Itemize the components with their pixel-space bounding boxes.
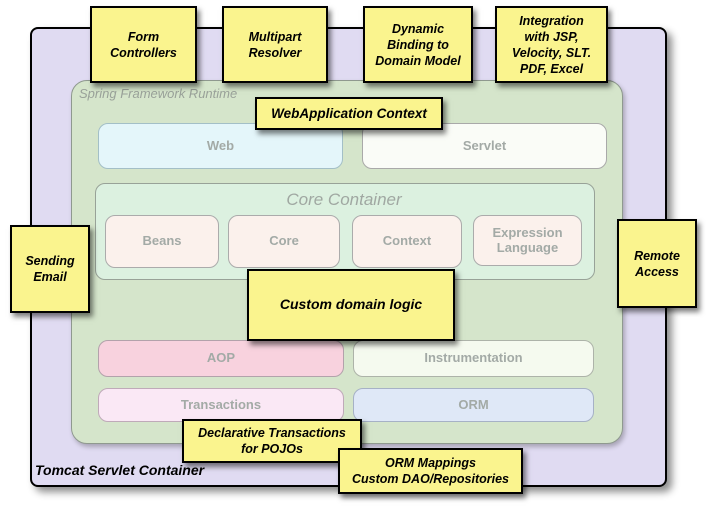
module-core: Core [228, 215, 340, 268]
note-webapplication-context: WebApplication Context [255, 97, 443, 130]
note-custom-domain-logic: Custom domain logic [247, 269, 455, 341]
note-form-controllers: Form Controllers [90, 6, 197, 83]
tomcat-servlet-container-label: Tomcat Servlet Container [35, 462, 205, 478]
note-integration-views: Integration with JSP, Velocity, SLT. PDF… [495, 6, 608, 83]
note-multipart-resolver: Multipart Resolver [222, 6, 328, 83]
module-beans: Beans [105, 215, 219, 268]
note-declarative-transactions: Declarative Transactions for POJOs [182, 419, 362, 463]
note-remote-access: Remote Access [617, 219, 697, 308]
module-servlet: Servlet [362, 123, 607, 169]
note-orm-mappings: ORM Mappings Custom DAO/Repositories [338, 448, 523, 494]
module-web: Web [98, 123, 343, 169]
note-dynamic-binding: Dynamic Binding to Domain Model [363, 6, 473, 83]
module-transactions: Transactions [98, 388, 344, 422]
module-orm: ORM [353, 388, 594, 422]
module-aop: AOP [98, 340, 344, 377]
spring-framework-runtime-label: Spring Framework Runtime [79, 86, 238, 101]
module-instrumentation: Instrumentation [353, 340, 594, 377]
module-expression-language: Expression Language [473, 215, 582, 266]
module-context: Context [352, 215, 462, 268]
note-sending-email: Sending Email [10, 225, 90, 313]
core-container-title: Core Container [286, 190, 402, 209]
